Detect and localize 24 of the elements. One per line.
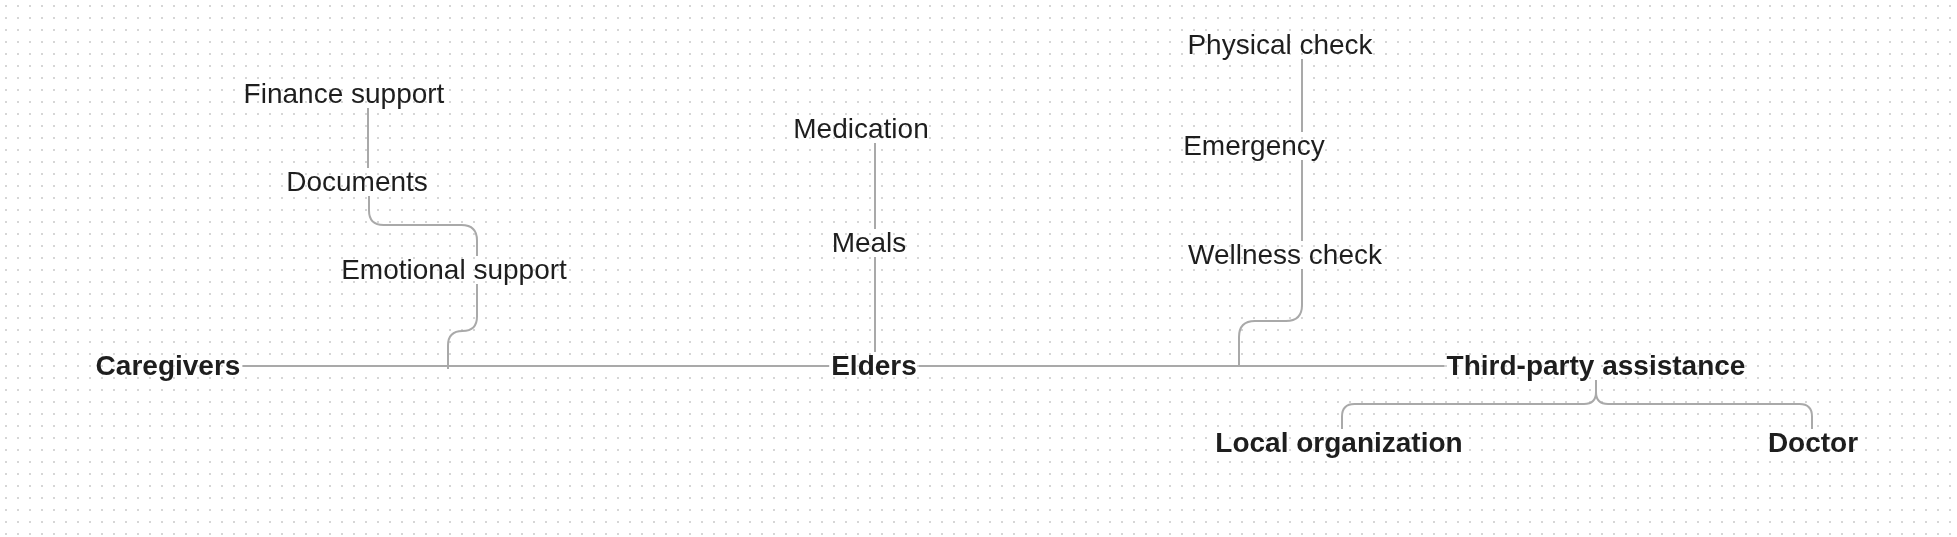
main-topic-label: Elders (829, 346, 919, 386)
subtopic-label: Wellness check (1186, 235, 1384, 275)
main-topic-label: Caregivers (93, 346, 243, 386)
connector-line (447, 283, 478, 370)
connector-line (367, 107, 369, 169)
main-topic-label: Doctor (1765, 423, 1861, 463)
connector-line (917, 365, 1446, 367)
connector-line (1301, 159, 1303, 242)
connector-line (874, 256, 876, 353)
connector-line (1301, 58, 1303, 133)
connector-line (241, 365, 831, 367)
brace-connector (1595, 379, 1813, 430)
subtopic-label: Medication (791, 109, 931, 149)
subtopic-label: Documents (284, 162, 430, 202)
subtopic-label: Meals (829, 223, 909, 263)
subtopic-label: Emergency (1181, 126, 1327, 166)
subtopic-label: Finance support (241, 74, 447, 114)
connector-line (874, 142, 876, 230)
connector-line (1238, 268, 1303, 367)
main-topic-label: Third-party assistance (1444, 346, 1748, 386)
connector-line (368, 195, 478, 257)
main-topic-label: Local organization (1213, 423, 1465, 463)
subtopic-label: Physical check (1185, 25, 1375, 65)
subtopic-label: Emotional support (339, 250, 569, 290)
